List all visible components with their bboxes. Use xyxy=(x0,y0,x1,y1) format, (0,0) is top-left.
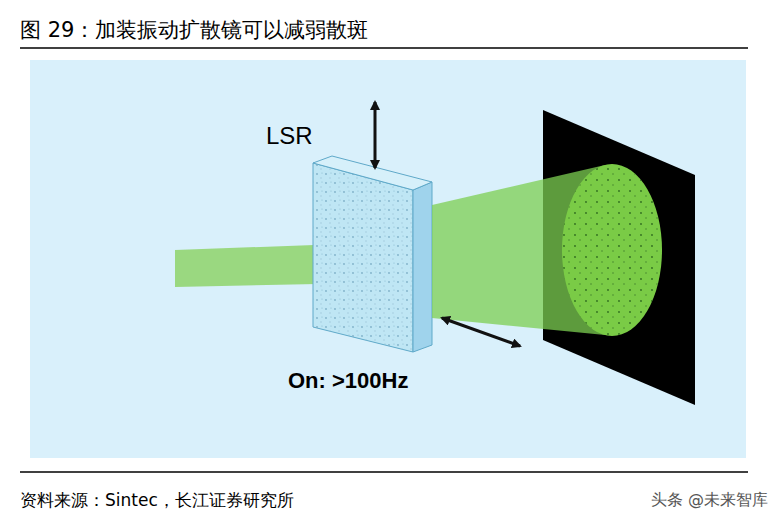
figure-title: 图 29：加装振动扩散镜可以减弱散斑 xyxy=(20,16,368,44)
speckle-dots xyxy=(562,164,662,336)
screen xyxy=(543,110,695,405)
diffuser-top xyxy=(313,156,432,190)
vibration-arrow xyxy=(442,318,520,346)
speckle-spot xyxy=(562,164,662,336)
source-note: 资料来源：Sintec，长江证券研究所 xyxy=(20,489,294,512)
part-label: LSR xyxy=(266,122,313,150)
rule xyxy=(20,471,748,473)
rule xyxy=(20,47,748,49)
panel xyxy=(30,60,746,458)
diffuser-texture xyxy=(313,163,413,352)
vibration-arrow xyxy=(374,102,377,168)
frequency-label: On: >100Hz xyxy=(288,368,408,394)
diffuser-edge xyxy=(413,182,432,352)
watermark: 头条 @未来智库 xyxy=(651,490,768,511)
diffuser-face xyxy=(313,163,413,352)
